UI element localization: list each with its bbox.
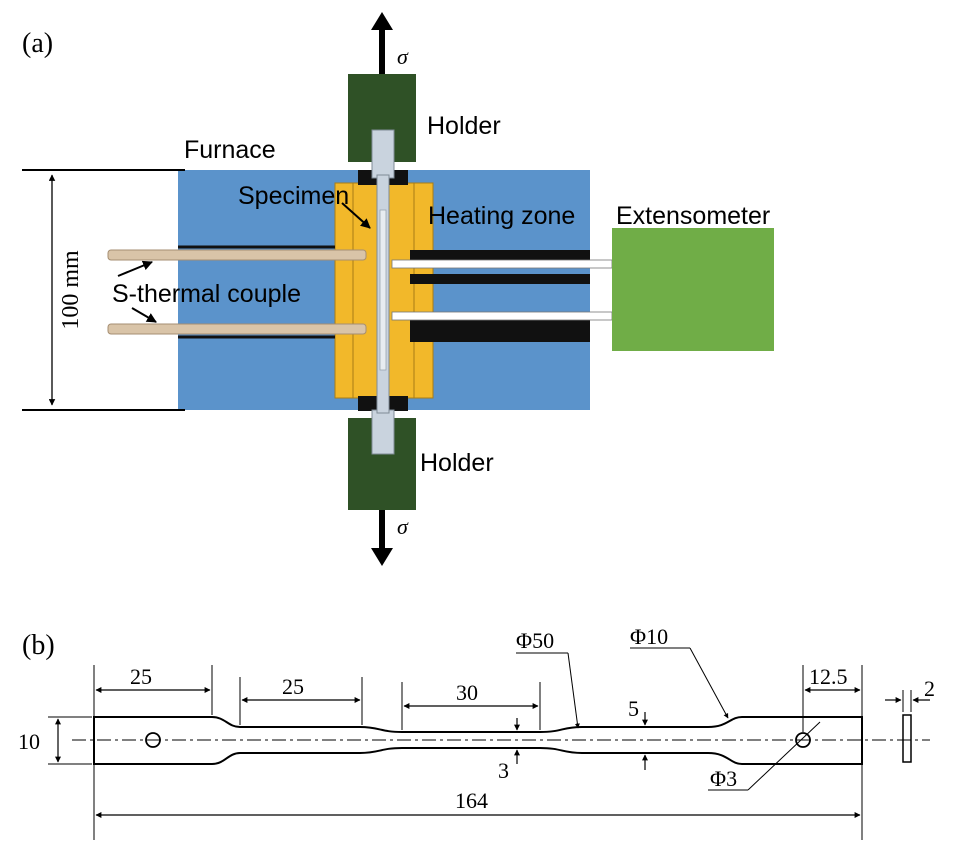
- furnace-label: Furnace: [184, 136, 276, 164]
- dim-label-width: 10: [18, 729, 40, 754]
- thermocouple-lower: [107, 323, 367, 335]
- extensometer-label: Extensometer: [616, 202, 770, 230]
- holder-top-label: Holder: [427, 112, 501, 140]
- dim-label-radius-large: Φ50: [516, 628, 554, 653]
- dim-label-grip: 25: [130, 664, 152, 689]
- stress-arrowhead-bottom: [371, 548, 393, 566]
- dim-label-shoulder: 25: [282, 674, 304, 699]
- dim-label-shoulder-width: 5: [628, 696, 639, 721]
- stress-label-bottom: σ: [397, 514, 409, 539]
- extensometer-box: [612, 228, 774, 351]
- side-view: [902, 714, 912, 763]
- specimen-pointer: [341, 202, 371, 229]
- specimen-gauge: [379, 209, 387, 371]
- panel-a-label: (a): [22, 28, 53, 59]
- panel-a: (a) 100 mm σ σ: [22, 12, 774, 566]
- specimen-grip-top: [371, 129, 395, 179]
- dim-label-thickness: 2: [924, 676, 935, 701]
- height-dimension-label: 100 mm: [58, 250, 84, 330]
- specimen-grip-bottom: [371, 409, 395, 455]
- thermocouple-upper: [107, 249, 367, 261]
- extensometer-rod-lower: [391, 311, 613, 321]
- dim-label-hole-offset: 12.5: [809, 664, 848, 689]
- leader-radius-small: [689, 647, 729, 719]
- thermocouple-label: S-thermal couple: [112, 280, 301, 308]
- holder-bottom-label: Holder: [420, 449, 494, 477]
- heating-zone-label: Heating zone: [428, 202, 575, 230]
- stress-arrowhead-top: [371, 12, 393, 30]
- hole-right: [795, 732, 811, 748]
- dim-label-gauge-width: 3: [498, 758, 509, 783]
- stress-label-top: σ: [397, 44, 409, 69]
- extensometer-arm-lower: [410, 320, 590, 342]
- extensometer-rod-upper: [391, 259, 613, 269]
- dim-label-total: 164: [455, 788, 488, 813]
- leader-radius-large: [567, 652, 580, 729]
- thermocouple-pointer-upper: [117, 260, 153, 277]
- dim-label-gauge: 30: [456, 680, 478, 705]
- panel-b-label: (b): [22, 630, 55, 661]
- extensometer-arm-upper-outer: [410, 250, 590, 260]
- dim-label-hole-diameter: Φ3: [710, 766, 737, 791]
- thermocouple-pointer-lower: [131, 307, 157, 323]
- dim-label-radius-small: Φ10: [630, 624, 668, 649]
- hole-left: [145, 732, 161, 748]
- leader-hole: [747, 721, 821, 791]
- specimen-label: Specimen: [238, 182, 349, 210]
- panel-b: (b): [18, 624, 935, 840]
